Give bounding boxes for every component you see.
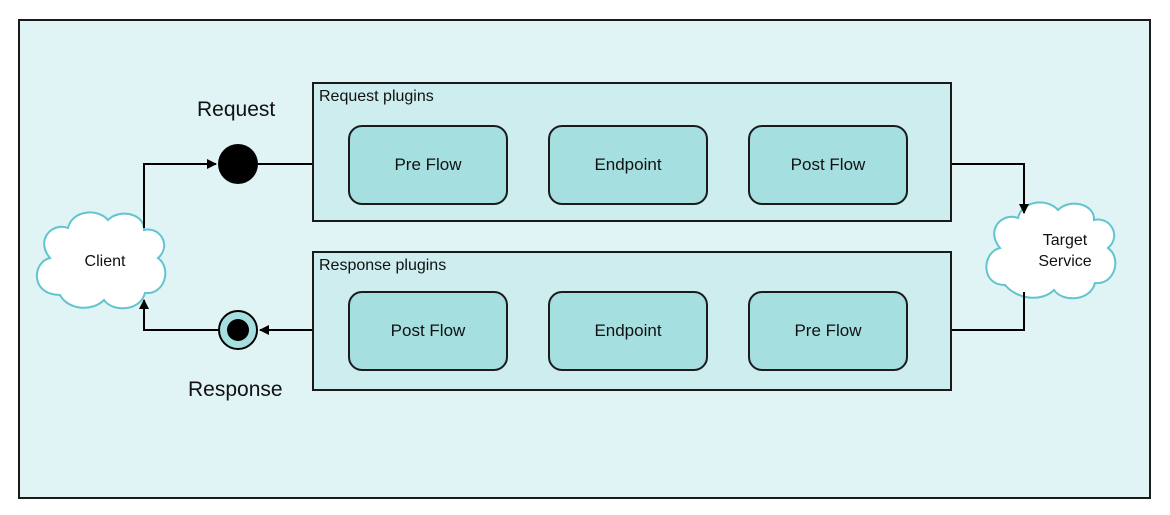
response-step-endpoint[interactable]: Endpoint <box>548 291 708 371</box>
response-step-pre-flow[interactable]: Pre Flow <box>748 291 908 371</box>
response-label: Response <box>188 378 283 401</box>
connector-client-to-request-start <box>143 159 217 228</box>
target-service-label-line1: Target <box>1042 232 1088 249</box>
response-end-node-inner <box>227 319 249 341</box>
client-label: Client <box>84 253 126 270</box>
request-step-endpoint[interactable]: Endpoint <box>548 125 708 205</box>
response-plugins-title: Response plugins <box>319 257 447 274</box>
connector-response-end-to-client <box>139 299 218 331</box>
request-step-pre-flow[interactable]: Pre Flow <box>348 125 508 205</box>
response-step-post-flow[interactable]: Post Flow <box>348 291 508 371</box>
target-service-cloud-shape <box>985 201 1117 300</box>
request-plugins-title: Request plugins <box>319 88 434 105</box>
client-cloud-shape <box>36 211 167 310</box>
target-service-label: Target Service <box>1020 230 1110 272</box>
target-service-label-line2: Service <box>1038 253 1092 270</box>
request-start-node <box>218 144 258 184</box>
request-label: Request <box>197 98 276 121</box>
request-step-post-flow[interactable]: Post Flow <box>748 125 908 205</box>
